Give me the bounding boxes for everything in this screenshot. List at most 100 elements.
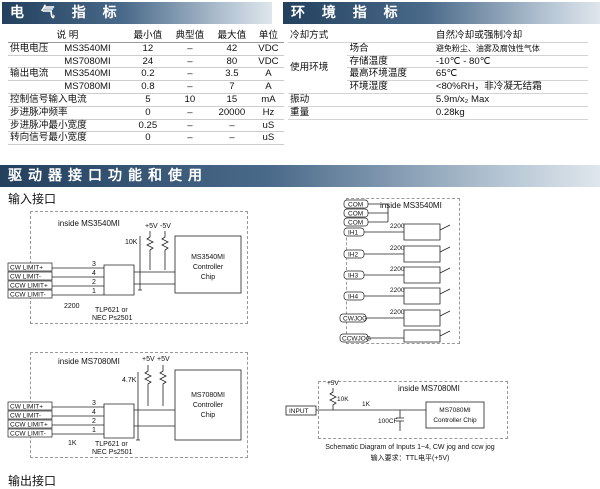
- spec-min: 0: [126, 131, 169, 146]
- diagram3-input-labels: COM COM COM IH1 IH2 IH3 IH4 CWJOG CCWJOG: [339, 199, 371, 343]
- spec-typ: –: [168, 42, 211, 56]
- env-subkey: 环境湿度: [347, 80, 434, 94]
- diagram4-caption: Schematic Diagram of Inputs 1~4, CW jog …: [325, 444, 495, 451]
- section-title-interface: 驱动器接口功能和使用: [8, 168, 208, 184]
- diagram2-input-label: CCW LIMIT-: [10, 431, 46, 438]
- diagram2-resistors: [136, 365, 167, 441]
- env-subkey: 存储温度: [347, 55, 434, 69]
- diagram1-input-label: CCW LIMIT+: [10, 283, 48, 290]
- spec-max: 15: [210, 93, 253, 107]
- diagram3-outputs: [439, 224, 451, 337]
- spec-typ: –: [168, 80, 211, 94]
- diagram1-v1: +5V: [145, 223, 158, 230]
- input-port-heading: 输入接口: [8, 192, 57, 206]
- diagram4-r2: 1K: [362, 401, 371, 408]
- spec-min: 0.2: [126, 67, 169, 82]
- spec-model: MS3540MI: [62, 42, 127, 56]
- diagram4-title: inside MS7080MI: [398, 384, 460, 393]
- diagram4-cap: 100CF: [378, 418, 398, 425]
- diagram3-input: IH2: [348, 252, 359, 259]
- spec-header-row: 说 明 最小值 典型值 最大值 单位: [8, 30, 284, 43]
- environment-spec-table: 冷却方式自然冷却或强制冷却 使用环境场合避免粉尘、油雾及腐蚀性气体 存储温度-1…: [288, 30, 588, 120]
- spec-min: 0.8: [126, 80, 169, 94]
- spec-max: 3.5: [210, 67, 253, 82]
- env-subkey: 最高环境温度: [347, 67, 434, 82]
- diagram2-chip-line1: MS7080MI: [191, 392, 225, 399]
- diagram3-r: 2200: [390, 245, 405, 252]
- spec-min: 0: [126, 106, 169, 120]
- diagram2-input-label: CW LIMIT-: [10, 413, 41, 420]
- diagram1-pin: 3: [92, 261, 96, 268]
- diagram2-v2: +5V: [157, 356, 170, 363]
- env-value: 5.9m/x₂ Max: [433, 93, 588, 107]
- diagram1: inside MS3540MI +5V -5V 10K MS3540MI Con…: [30, 219, 242, 322]
- spec-header-typ: 典型值: [168, 30, 211, 43]
- diagram1-v2: -5V: [160, 223, 171, 230]
- spec-model: MS3540MI: [62, 67, 127, 82]
- spec-unit: A: [252, 67, 284, 82]
- diagram1-pin: 2: [92, 279, 96, 286]
- diagram1-wires: [30, 264, 175, 296]
- diagram3: inside MS3540MI 2200 2200 2200 2200 2200: [364, 201, 451, 343]
- diagram3-input: IH1: [348, 230, 359, 237]
- spec-header-desc: 说 明: [8, 30, 127, 43]
- diagram2-pin: 3: [92, 400, 96, 407]
- spec-unit: mA: [252, 93, 284, 107]
- env-value: -10℃ - 80℃: [433, 55, 588, 69]
- env-value: 0.28kg: [433, 106, 588, 120]
- diagram4-input: INPUT: [289, 408, 309, 415]
- spec-unit: VDC: [252, 55, 284, 69]
- spec-typ: –: [168, 67, 211, 82]
- table-row: 环境湿度<80%RH，非冷凝无结霜: [288, 80, 588, 94]
- diagram1-pin: 1: [92, 288, 96, 295]
- spec-header-unit: 单位: [252, 30, 284, 43]
- diagram1-opto-1: TLP621 or: [95, 307, 128, 314]
- output-port-heading: 输出接口: [8, 474, 57, 488]
- diagram1-input-label: CW LIMIT-: [10, 274, 41, 281]
- diagram2-chip-line3: Chip: [201, 412, 216, 419]
- diagram3-input: CWJOG: [343, 316, 367, 323]
- diagram3-input: COM: [348, 202, 363, 209]
- spec-max: 20000: [210, 106, 253, 120]
- diagram3-input: CCWJOG: [342, 336, 371, 343]
- spec-typ: –: [168, 55, 211, 69]
- diagram2-pin: 4: [92, 409, 96, 416]
- section-bar-interface: 驱动器接口功能和使用: [0, 165, 600, 187]
- diagram2-r-bottom: 1K: [68, 440, 77, 447]
- spec-unit: A: [252, 80, 284, 94]
- diagram4-chip-line1: MS7080MI: [439, 407, 471, 414]
- spec-max: –: [210, 131, 253, 146]
- diagram3-optos: [403, 223, 441, 343]
- spec-unit: VDC: [252, 42, 284, 56]
- diagram3-r: 2200: [390, 287, 405, 294]
- diagram2-chip: [174, 369, 242, 441]
- spec-header-max: 最大值: [210, 30, 253, 43]
- diagram2-opto-2: NEC Ps2501: [92, 449, 133, 456]
- diagram1-chip-line2: Controller: [193, 264, 224, 271]
- diagram2-v1: +5V: [142, 356, 155, 363]
- spec-min: 0.25: [126, 119, 169, 133]
- diagram3-input: COM: [348, 220, 363, 227]
- diagram3-input: IH3: [348, 273, 359, 280]
- spec-max: 42: [210, 42, 253, 56]
- spec-min: 12: [126, 42, 169, 56]
- diagram1-input-label: CW LIMIT+: [10, 265, 43, 272]
- spec-max: –: [210, 119, 253, 133]
- spec-unit: uS: [252, 119, 284, 133]
- diagram1-pin-labels: CW LIMIT+ CW LIMIT- CCW LIMIT+ CCW LIMIT…: [7, 262, 53, 299]
- spec-min: 24: [126, 55, 169, 69]
- diagram2: inside MS7080MI +5V +5V 4.7K MS7080MI Co…: [30, 356, 242, 456]
- table-row: 存储温度-10℃ - 80℃: [288, 55, 588, 69]
- diagram2-input-label: CW LIMIT+: [10, 404, 43, 411]
- diagram1-input-label: CCW LIMIT-: [10, 292, 46, 299]
- spec-model: MS7080MI: [62, 80, 127, 94]
